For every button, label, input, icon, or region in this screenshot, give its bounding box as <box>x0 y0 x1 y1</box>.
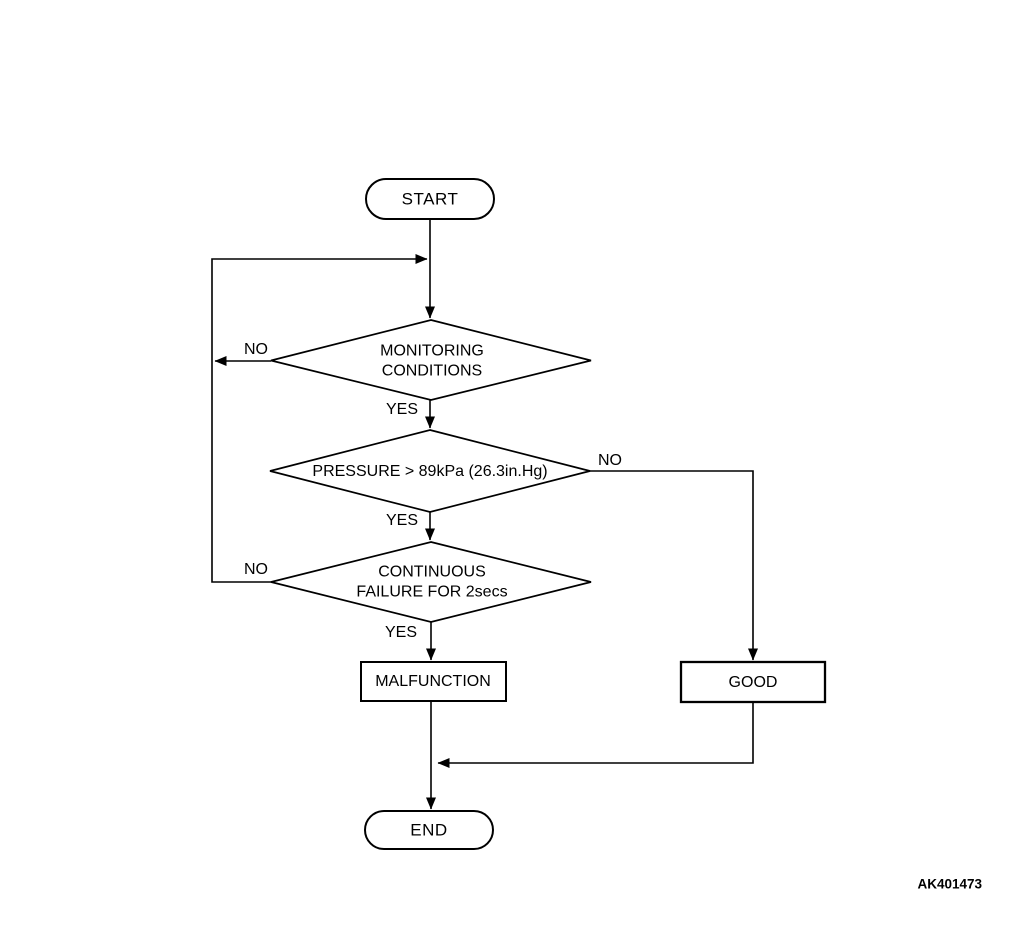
monitoring-node-label: MONITORING CONDITIONS <box>380 341 484 380</box>
continuous-decision-shape <box>270 541 592 623</box>
malfunction-process-shape <box>360 661 507 702</box>
malfunction-node-label: MALFUNCTION <box>375 673 491 691</box>
edge-good-merge <box>437 702 754 768</box>
figure-code: AK401473 <box>917 876 982 892</box>
pressure-no-label: NO <box>598 452 622 470</box>
end-node-label: END <box>410 820 448 840</box>
pressure-decision-shape <box>269 429 591 513</box>
end-terminator-shape <box>364 810 494 850</box>
pressure-node-label: PRESSURE > 89kPa (26.3in.Hg) <box>312 463 548 481</box>
monitoring-yes-label: YES <box>385 401 419 419</box>
continuous-yes-label: YES <box>384 624 418 642</box>
monitoring-no-label: NO <box>244 341 268 359</box>
continuous-node-label: CONTINUOUS FAILURE FOR 2secs <box>356 562 507 601</box>
monitoring-decision-shape <box>270 319 592 401</box>
pressure-yes-label: YES <box>385 512 419 530</box>
continuous-no-label: NO <box>244 561 268 579</box>
monitoring-label-line1: MONITORING <box>380 342 484 360</box>
start-node-label: START <box>401 189 459 209</box>
start-terminator-shape <box>365 178 495 220</box>
continuous-label-line1: CONTINUOUS <box>378 563 486 581</box>
good-node-label: GOOD <box>728 674 778 692</box>
monitoring-label-line2: CONDITIONS <box>381 362 483 379</box>
continuous-label-line2: FAILURE FOR 2secs <box>356 583 508 600</box>
good-process-shape <box>679 660 827 704</box>
edge-loop-return <box>211 254 428 583</box>
edge-pressure-no <box>590 470 758 661</box>
